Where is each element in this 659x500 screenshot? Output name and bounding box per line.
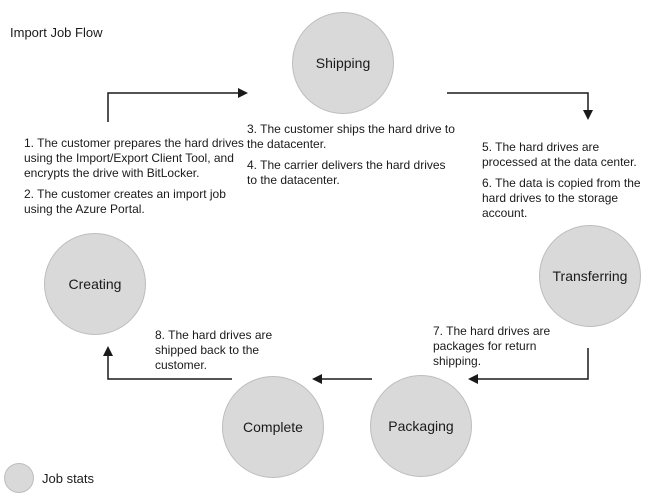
arrow-shipping-to-transferring <box>447 92 593 120</box>
stage-complete-label: Complete <box>243 419 303 435</box>
stage-packaging-label: Packaging <box>388 418 454 434</box>
stage-creating-label: Creating <box>68 276 122 292</box>
legend: Job stats <box>4 463 94 493</box>
note-step-5: 5. The hard drives are processed at the … <box>482 140 637 169</box>
note-step-7: 7. The hard drives are packages for retu… <box>433 324 551 368</box>
stage-creating: Creating <box>44 233 146 335</box>
note-step-1: 1. The customer prepares the hard drives… <box>24 136 244 180</box>
stage-shipping: Shipping <box>292 12 394 114</box>
legend-job-stats-swatch <box>4 463 34 493</box>
stage-transferring: Transferring <box>539 225 641 327</box>
stage-complete: Complete <box>222 376 324 478</box>
arrow-complete-to-creating <box>103 346 232 380</box>
note-creating: 1. The customer prepares the hard drives… <box>24 136 249 223</box>
note-packaging: 7. The hard drives are packages for retu… <box>433 324 558 375</box>
note-complete: 8. The hard drives are shipped back to t… <box>155 328 280 379</box>
note-step-4: 4. The carrier delivers the hard drives … <box>247 158 446 187</box>
stage-transferring-label: Transferring <box>552 268 628 284</box>
note-step-8: 8. The hard drives are shipped back to t… <box>155 328 273 372</box>
stage-packaging: Packaging <box>370 375 472 477</box>
note-step-6: 6. The data is copied from the hard driv… <box>482 176 641 220</box>
arrow-creating-to-shipping <box>107 88 248 122</box>
arrow-transferring-to-packaging <box>468 348 589 384</box>
legend-job-stats-label: Job stats <box>42 470 95 486</box>
stage-shipping-label: Shipping <box>315 55 371 71</box>
note-shipping: 3. The customer ships the hard drive to … <box>247 122 457 194</box>
diagram-title: Import Job Flow <box>10 25 103 40</box>
note-transferring: 5. The hard drives are processed at the … <box>482 140 657 227</box>
note-step-2: 2. The customer creates an import job us… <box>24 187 226 216</box>
note-step-3: 3. The customer ships the hard drive to … <box>247 122 455 151</box>
